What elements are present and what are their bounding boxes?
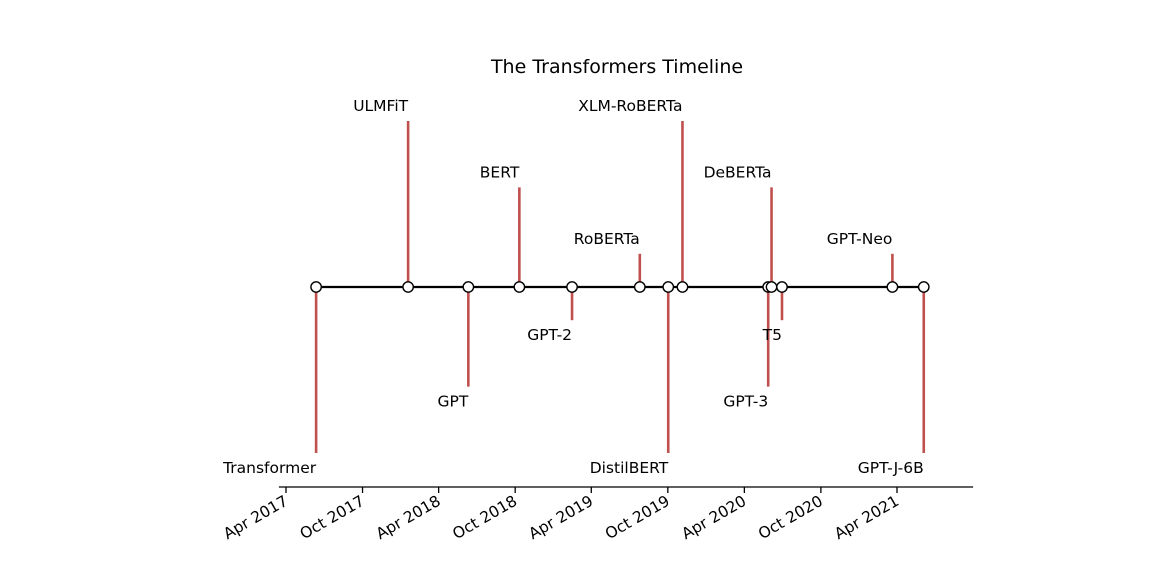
event-marker (886, 281, 899, 293)
x-tick-label: Apr 2020 (679, 492, 750, 543)
event-marker (462, 281, 475, 293)
event-marker (765, 281, 778, 293)
event-label: RoBERTa (574, 230, 640, 248)
event-label: GPT-2 (527, 326, 572, 344)
x-tick-label: Apr 2021 (831, 492, 902, 543)
x-tick-label: Apr 2018 (373, 492, 444, 543)
x-tick-label: Oct 2019 (602, 492, 673, 543)
event-marker (917, 281, 930, 293)
event-label: GPT (438, 393, 469, 411)
event-marker (402, 281, 415, 293)
x-tick-label: Oct 2018 (450, 492, 521, 543)
event-label: GPT-Neo (827, 230, 893, 248)
event-label: DistilBERT (590, 459, 669, 477)
event-label: BERT (480, 163, 520, 181)
event-label: GPT-3 (723, 393, 768, 411)
event-marker (676, 281, 689, 293)
event-marker (513, 281, 526, 293)
event-marker (310, 281, 323, 293)
markers-layer (310, 281, 930, 293)
event-label: ULMFiT (353, 97, 408, 115)
chart-title: The Transformers Timeline (490, 56, 743, 78)
event-marker (566, 281, 578, 293)
event-labels-layer: Transformer ULMFiT GPT BERT GPT-2 RoBERTaDist… (222, 97, 924, 477)
event-label: DeBERTa (704, 163, 772, 181)
event-marker (776, 281, 788, 293)
event-label: T5 (762, 326, 782, 344)
event-marker (662, 281, 675, 293)
x-tick-label: Oct 2020 (755, 492, 826, 543)
event-label: GPT-J-6B (858, 459, 924, 477)
event-marker (633, 281, 646, 293)
event-label: Transformer (222, 459, 317, 477)
x-tick-label: Apr 2017 (220, 492, 291, 543)
x-tick-label: Oct 2017 (297, 492, 368, 543)
x-tick-label: Apr 2019 (526, 492, 597, 543)
event-label: XLM-RoBERTa (578, 97, 682, 115)
